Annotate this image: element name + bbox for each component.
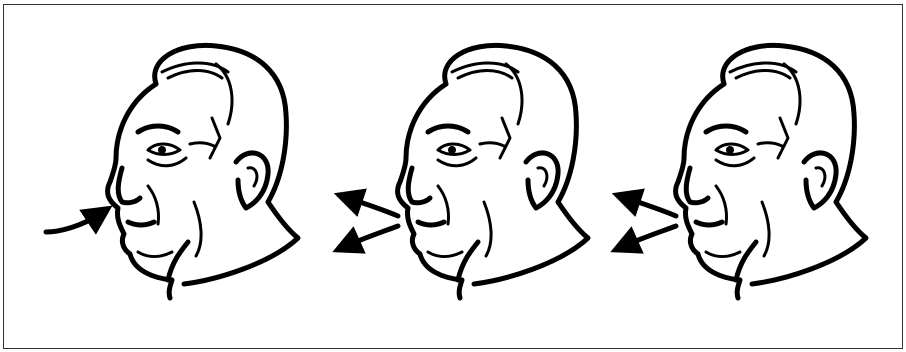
arrow-out-icon xyxy=(346,226,398,246)
head-profile-icon xyxy=(108,45,298,298)
panel-inhale xyxy=(46,45,298,298)
arrow-out-icon xyxy=(348,198,398,216)
head-profile-icon xyxy=(398,45,588,298)
panel-exhale-1 xyxy=(346,45,588,298)
head-profile-icon xyxy=(676,45,866,298)
arrow-in-icon xyxy=(46,214,100,232)
arrow-out-icon xyxy=(624,226,676,246)
arrow-out-icon xyxy=(626,198,676,216)
panel-exhale-2 xyxy=(624,45,866,298)
